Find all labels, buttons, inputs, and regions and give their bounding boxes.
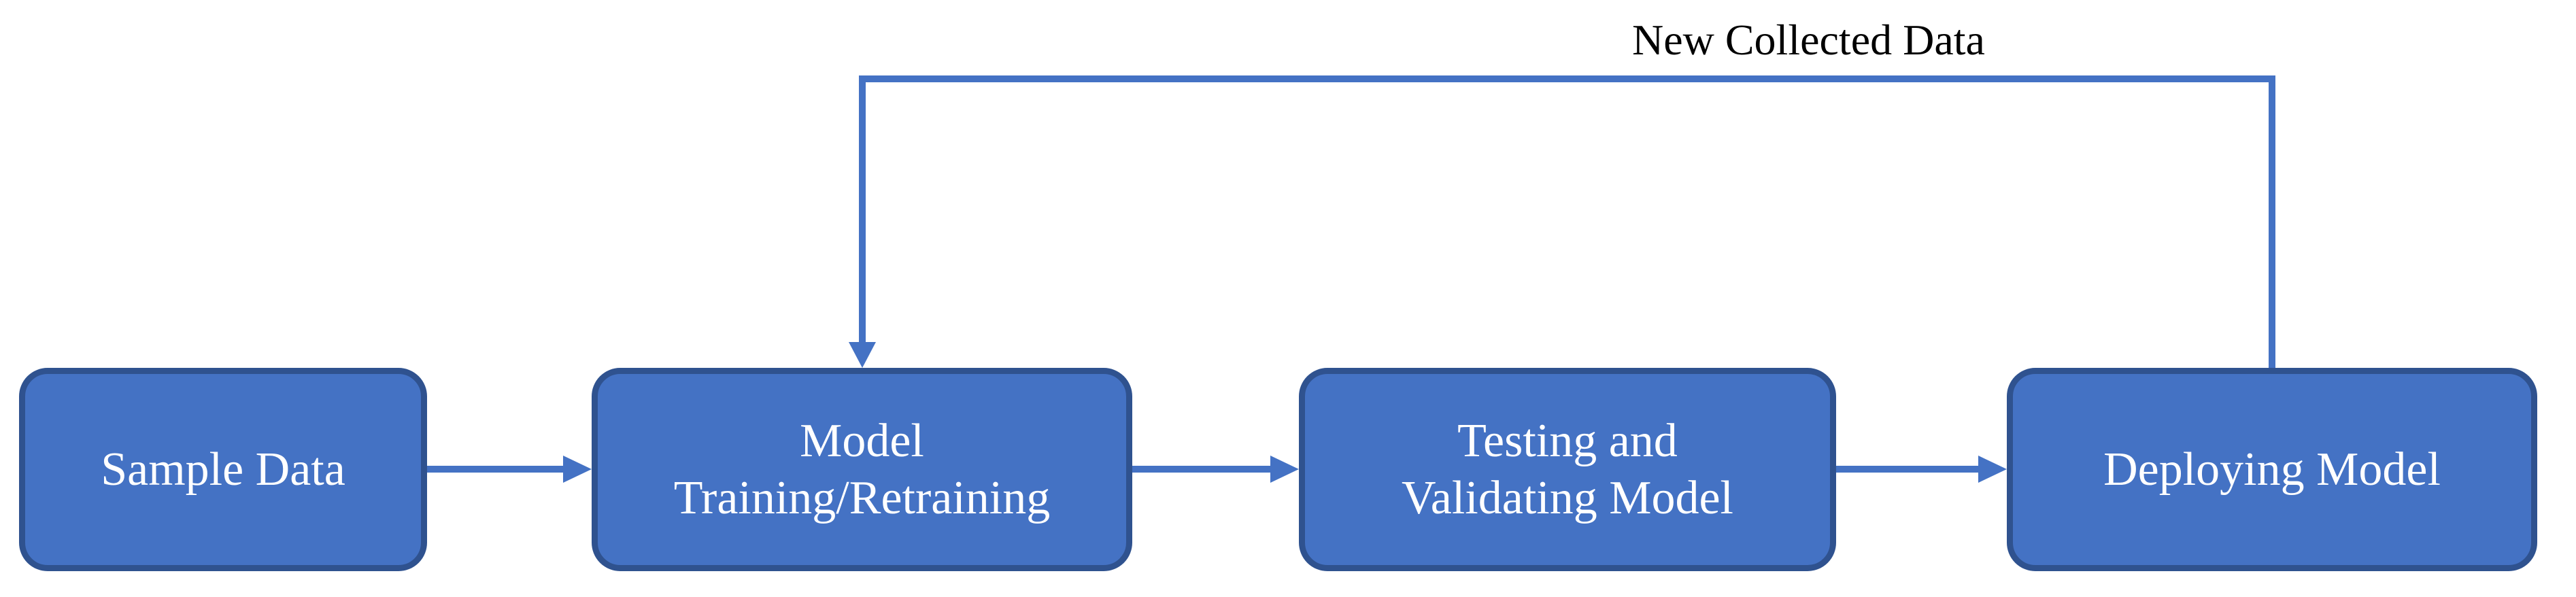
node-sample-data: Sample Data	[19, 368, 427, 571]
node-model-training-retraining-label: Model Training/Retraining	[673, 414, 1051, 524]
node-testing-validating-model: Testing and Validating Model	[1299, 368, 1836, 571]
arrow-testing-to-deploying-shaft	[1836, 466, 1980, 473]
node-testing-validating-model-label: Testing and Validating Model	[1402, 414, 1733, 524]
arrow-training-to-testing-shaft	[1132, 466, 1272, 473]
node-deploying-model: Deploying Model	[2007, 368, 2537, 571]
feedback-line-up-segment	[2269, 75, 2275, 368]
node-model-training-retraining: Model Training/Retraining	[592, 368, 1132, 571]
feedback-line-top-segment	[859, 75, 2275, 82]
arrow-sample-to-training-head-icon	[563, 456, 592, 483]
feedback-line-down-segment	[859, 75, 866, 343]
arrow-sample-to-training-shaft	[427, 466, 564, 473]
arrow-training-to-testing-head-icon	[1270, 456, 1299, 483]
node-deploying-model-label: Deploying Model	[2103, 443, 2441, 496]
feedback-edge-label: New Collected Data	[1632, 16, 1985, 64]
node-sample-data-label: Sample Data	[101, 443, 345, 496]
feedback-arrowhead-down-icon	[849, 342, 876, 368]
arrow-testing-to-deploying-head-icon	[1978, 456, 2007, 483]
